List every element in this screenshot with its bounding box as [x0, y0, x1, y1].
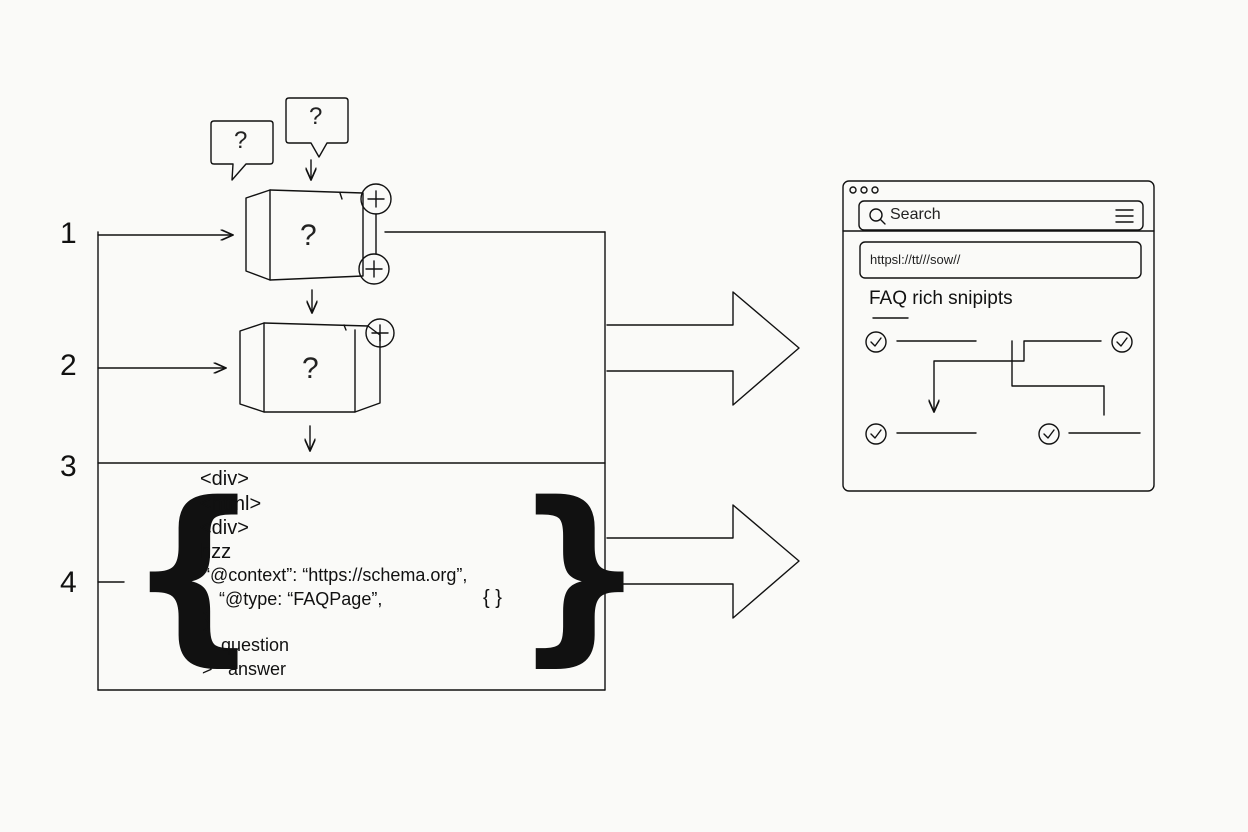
checkmark-circle-icon — [1038, 423, 1060, 445]
json-type-line: “@type: “FAQPage”, — [219, 589, 383, 609]
json-context-line: “@context”: “https://schema.org”, — [204, 565, 468, 585]
step-number-4: 4 — [60, 566, 77, 599]
checkmark-circle-icon — [865, 423, 887, 445]
code-line: <div> — [200, 517, 249, 539]
search-icon — [869, 208, 886, 225]
step-number-2: 2 — [60, 349, 77, 382]
url-field[interactable]: httpsl://tt///sow// — [870, 252, 961, 267]
bubble-question-mark: ? — [309, 103, 323, 130]
question-box-icon — [239, 322, 381, 413]
speech-bubble-question-icon — [285, 97, 349, 158]
checkmark-circle-icon — [865, 331, 887, 353]
box-question-mark: ? — [302, 352, 319, 385]
inline-braces: { } — [483, 587, 502, 609]
arrow-right-icon — [606, 504, 800, 619]
arrow-right-icon — [606, 291, 800, 406]
plus-circle-icon — [365, 318, 395, 348]
json-close-brace: } — [203, 610, 210, 632]
menu-icon[interactable] — [1115, 209, 1134, 223]
speech-bubble-question-icon — [210, 120, 274, 181]
question-box-icon — [245, 189, 364, 281]
plus-circle-icon — [358, 253, 390, 285]
process-frame — [97, 231, 606, 691]
bubble-question-mark: ? — [234, 127, 248, 154]
answer-label: answer — [228, 659, 287, 679]
step-number-1: 1 — [60, 217, 77, 250]
search-input[interactable]: Search — [890, 206, 941, 223]
close-curly-brace: } — [512, 462, 648, 683]
answer-prefix: > — [202, 659, 213, 679]
open-curly-brace: { — [126, 462, 262, 683]
code-line: <html> — [200, 493, 262, 515]
plus-circle-icon — [360, 183, 392, 215]
box-question-mark: ? — [300, 219, 317, 252]
question-label: question — [221, 635, 290, 655]
faq-rich-snippets-title: FAQ rich snipipts — [869, 288, 1013, 309]
code-line: <div> — [200, 468, 249, 490]
browser-window — [842, 180, 1155, 492]
code-line: hzz — [200, 541, 232, 563]
checkmark-circle-icon — [1111, 331, 1133, 353]
step-number-3: 3 — [60, 450, 77, 483]
